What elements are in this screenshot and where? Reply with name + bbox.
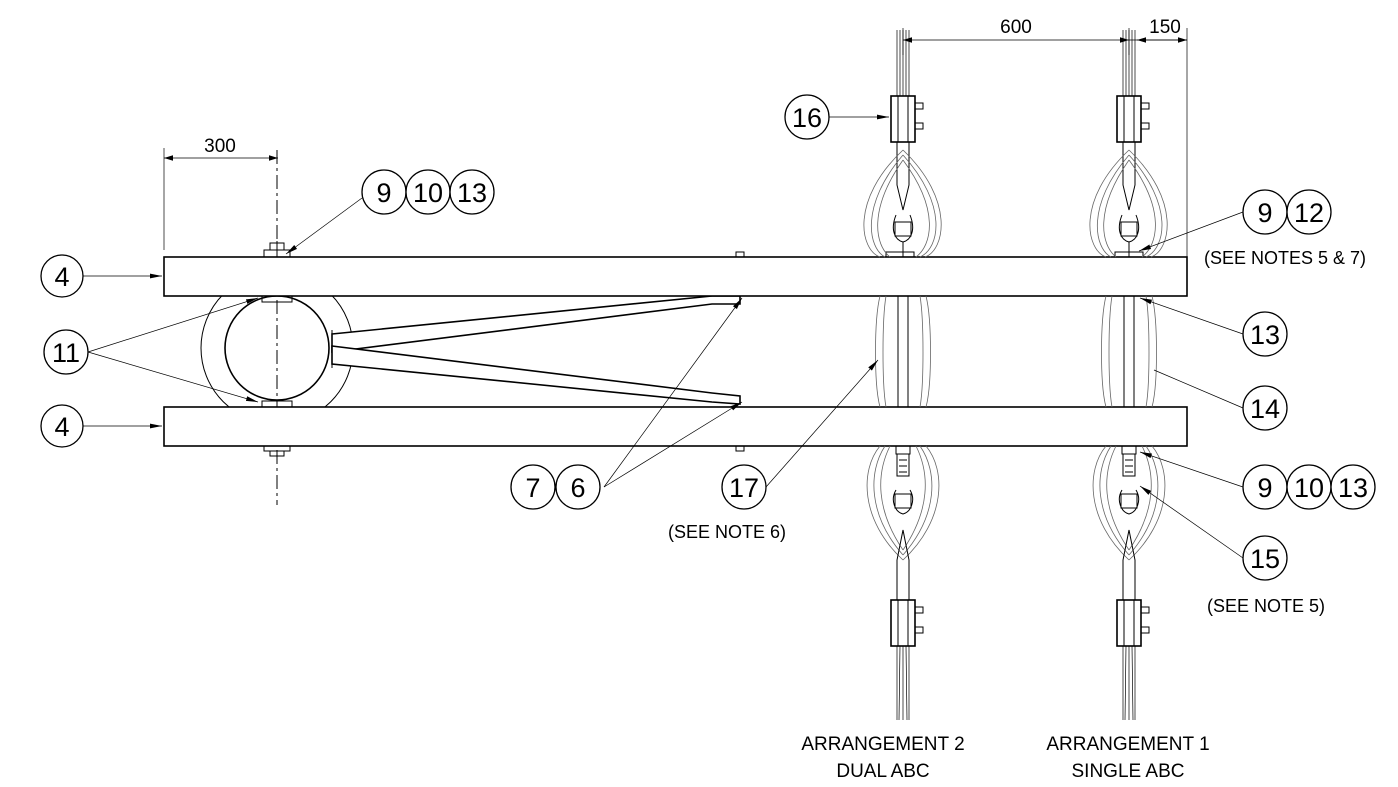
svg-text:7: 7	[525, 473, 540, 503]
svg-text:9: 9	[376, 178, 391, 208]
svg-text:6: 6	[570, 473, 585, 503]
dimension-150-label: 150	[1149, 17, 1181, 38]
svg-text:13: 13	[457, 178, 487, 208]
arrangement-1-subtitle: SINGLE ABC	[1072, 761, 1185, 782]
note-see-note-6: (SEE NOTE 6)	[668, 522, 786, 542]
arrangement-2-subtitle: DUAL ABC	[836, 761, 929, 782]
arrangement-1-assembly	[1089, 30, 1168, 721]
dimension-150: 150	[1129, 17, 1187, 43]
dimension-300-label: 300	[204, 136, 236, 157]
svg-text:13: 13	[1338, 473, 1368, 503]
bubble-12: 12	[1286, 189, 1332, 235]
arrangement-1-title: ARRANGEMENT 1	[1046, 734, 1209, 755]
bubble-6: 6	[555, 464, 601, 510]
svg-text:10: 10	[1294, 473, 1324, 503]
crossarm-top	[163, 241, 1188, 297]
svg-text:4: 4	[54, 412, 69, 442]
arrangement-2-assembly	[863, 30, 942, 721]
leader-lines	[83, 114, 1244, 559]
note-see-notes-5-7: (SEE NOTES 5 & 7)	[1204, 248, 1366, 268]
bubble-4-upper: 4	[40, 254, 84, 298]
bubble-10-right-bottom: 10	[1286, 464, 1332, 510]
crossarm-bottom	[163, 406, 1188, 457]
dimension-600-label: 600	[1000, 17, 1032, 38]
bubble-11: 11	[43, 329, 89, 375]
bubble-17: 17	[721, 464, 767, 510]
bubble-9-top: 9	[361, 169, 407, 215]
bubble-10-top: 10	[405, 169, 451, 215]
bubble-15: 15	[1242, 535, 1288, 581]
bubble-13-right: 13	[1242, 311, 1288, 357]
braces	[331, 295, 741, 405]
bubble-13-right-bottom: 13	[1330, 464, 1376, 510]
bubble-16: 16	[784, 94, 830, 140]
svg-text:4: 4	[54, 262, 69, 292]
bubble-7: 7	[510, 464, 556, 510]
svg-text:9: 9	[1257, 473, 1272, 503]
svg-text:14: 14	[1250, 394, 1280, 424]
arrangement-2-title: ARRANGEMENT 2	[801, 734, 964, 755]
bubble-14: 14	[1242, 385, 1288, 431]
svg-text:13: 13	[1250, 320, 1280, 350]
bubble-4-lower: 4	[40, 404, 84, 448]
pole-clamps	[261, 295, 293, 408]
svg-text:9: 9	[1257, 198, 1272, 228]
svg-text:17: 17	[729, 473, 759, 503]
svg-text:11: 11	[52, 338, 80, 368]
dimension-600: 600	[902, 17, 1188, 258]
svg-text:12: 12	[1294, 198, 1324, 228]
bubble-9-right-bottom: 9	[1242, 464, 1288, 510]
bubble-9-right-top: 9	[1242, 189, 1288, 235]
note-see-note-5: (SEE NOTE 5)	[1207, 596, 1325, 616]
svg-text:16: 16	[792, 103, 822, 133]
svg-text:10: 10	[413, 178, 443, 208]
bubble-13-top: 13	[449, 169, 495, 215]
dimension-300: 300	[163, 136, 278, 250]
svg-text:15: 15	[1250, 544, 1280, 574]
pole	[200, 150, 354, 505]
